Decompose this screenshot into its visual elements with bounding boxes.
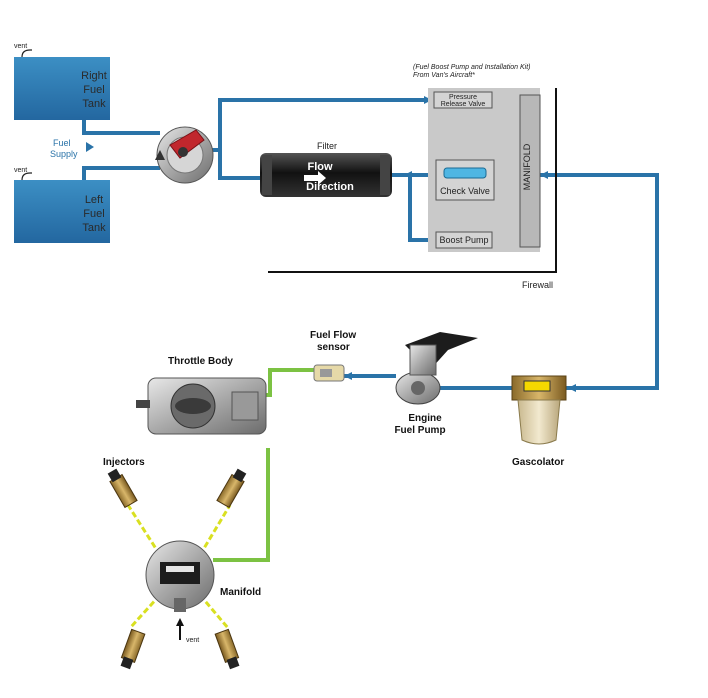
flow-label: Flow: [307, 161, 332, 173]
right-tank-label-2: Fuel: [83, 84, 104, 96]
injector: [120, 628, 146, 670]
injector: [214, 628, 240, 670]
boost-pump: [435, 231, 493, 249]
flow-arrow-icon: [304, 171, 326, 185]
pressure-release-valve-label-1: Pressure: [449, 94, 477, 101]
manifold-block-label: MANIFOLD: [522, 143, 532, 190]
injector: [216, 468, 247, 509]
fuel-flow-sensor: [313, 364, 345, 382]
engine-fuel-pump: [395, 332, 478, 405]
direction-label: Direction: [306, 181, 354, 193]
check-valve: [435, 159, 495, 201]
manifold-label: Manifold: [220, 587, 261, 598]
left-tank-vent-line: [21, 172, 32, 181]
fuel-flow-sensor-label-2: sensor: [317, 342, 350, 353]
injector-lines: [126, 504, 232, 630]
fuel-lines-green: [213, 368, 314, 562]
fuel-flow-sensor-label-1: Fuel Flow: [310, 330, 356, 341]
left-tank-label-2: Fuel: [83, 208, 104, 220]
gascolator-label: Gascolator: [512, 457, 564, 468]
right-tank-label-3: Tank: [82, 98, 106, 110]
right-fuel-tank: Right Fuel Tank: [14, 57, 110, 120]
firewall-line: [268, 88, 557, 273]
injectors: [107, 468, 247, 670]
fuel-filter: Flow Direction: [260, 153, 392, 197]
check-valve-label: Check Valve: [440, 186, 490, 196]
manifold-vent-arrow-icon: [176, 618, 184, 640]
boost-pump-label: Boost Pump: [439, 235, 488, 245]
right-tank-vent-line: [21, 49, 32, 58]
fuel-manifold: [145, 540, 215, 612]
filter-label: Filter: [317, 141, 337, 151]
right-tank-label-1: Right: [81, 70, 107, 82]
injectors-label: Injectors: [103, 457, 145, 468]
kit-note-1: (Fuel Boost Pump and Installation Kit): [413, 64, 531, 71]
throttle-body-label: Throttle Body: [168, 356, 233, 367]
engine-fuel-pump-label-2: Fuel Pump: [394, 425, 445, 436]
left-tank-vent-label: vent: [14, 167, 27, 174]
left-fuel-tank: Left Fuel Tank: [14, 180, 110, 243]
fuel-selector-valve: [155, 126, 214, 184]
left-tank-label-1: Left: [85, 194, 103, 206]
throttle-body: [136, 377, 267, 435]
pressure-release-valve: [433, 91, 493, 109]
pressure-release-valve-label-2: Release Valve: [441, 101, 486, 108]
firewall-label: Firewall: [522, 280, 553, 290]
kit-note-2: From Van's Aircraft*: [413, 72, 475, 79]
left-tank-label-3: Tank: [82, 222, 106, 234]
manifold-block: [519, 94, 541, 248]
fuel-supply-label-1: Fuel: [53, 138, 71, 148]
fuel-supply-label-2: Supply: [50, 149, 78, 159]
boost-pump-kit-panel: Pressure Release Valve Check Valve Boost…: [428, 88, 541, 252]
manifold-vent-label: vent: [186, 637, 199, 644]
engine-fuel-pump-label-1: Engine: [408, 413, 442, 424]
gascolator: [511, 375, 567, 445]
injector: [107, 468, 138, 509]
right-tank-vent-label: vent: [14, 43, 27, 50]
